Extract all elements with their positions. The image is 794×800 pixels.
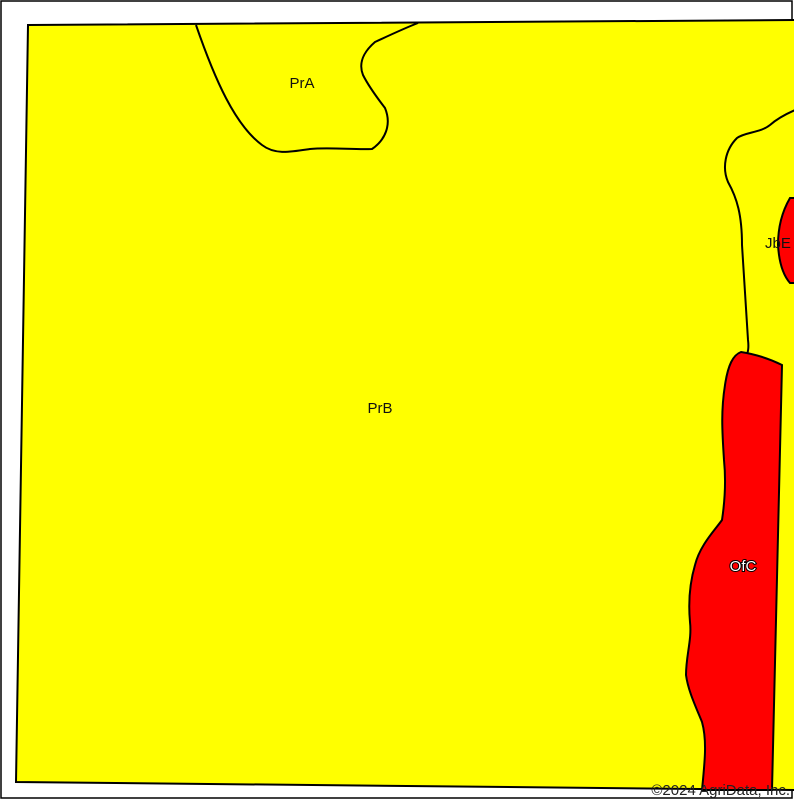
copyright-notice: ©2024 AgriData, Inc.: [651, 782, 790, 799]
soil-boundary-line: [724, 109, 794, 359]
map-label-prb: PrB: [367, 400, 392, 417]
map-unit-jbe-polygon[interactable]: [776, 197, 794, 284]
map-unit-pra-polygon[interactable]: [195, 22, 419, 153]
map-label-ofc: OfC: [730, 558, 757, 575]
map-label-jbe: JbE: [765, 235, 791, 252]
map-label-pra: PrA: [289, 75, 314, 92]
map-unit-prb-polygon[interactable]: [14, 19, 794, 791]
map-unit-ofc-polygon[interactable]: [684, 350, 784, 791]
